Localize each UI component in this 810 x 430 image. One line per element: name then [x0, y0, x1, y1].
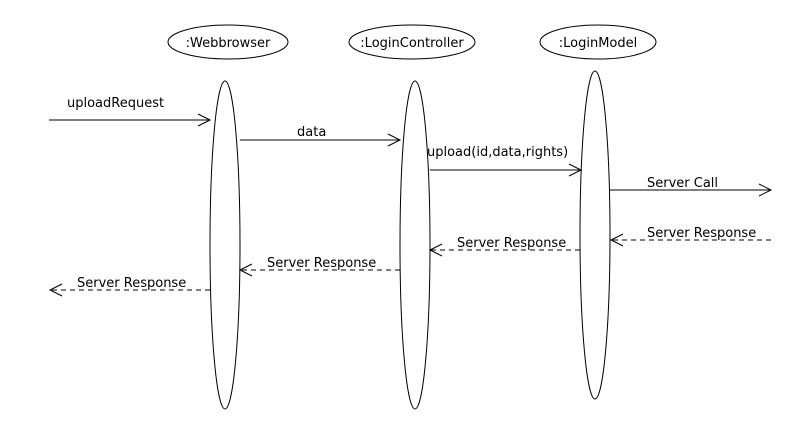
participant-label: :Webbrowser: [186, 36, 271, 51]
lifeline-webbrowser: [209, 80, 241, 410]
participant-webbrowser: :Webbrowser: [167, 24, 289, 60]
arrowhead-open: [428, 243, 443, 257]
message-serverresponse-controller: Server Response: [238, 256, 400, 277]
arrowhead-open: [48, 283, 63, 297]
message-label: Server Response: [457, 236, 566, 251]
participant-head: [539, 24, 657, 60]
message-label: Server Response: [647, 226, 756, 241]
participant-head: [167, 24, 289, 60]
message-label: Server Response: [267, 256, 376, 271]
message-label: Server Call: [647, 176, 718, 191]
message-serverresponse-external: Server Response: [609, 226, 771, 247]
arrowhead-open: [387, 133, 402, 147]
message-label: upload(id,data,rights): [427, 145, 568, 160]
message-data: data: [240, 125, 402, 147]
arrowhead-open: [609, 233, 624, 247]
arrowhead-open: [238, 263, 253, 277]
arrowhead-open: [568, 163, 583, 177]
message-servercall: Server Call: [610, 176, 773, 197]
message-uploadrequest: uploadRequest: [49, 96, 212, 127]
message-label: data: [297, 125, 326, 140]
arrowhead-open: [758, 183, 773, 197]
message-serverresponse-browser: Server Response: [48, 276, 210, 297]
lifeline-logincontroller: [399, 80, 431, 410]
arrowhead-open: [197, 113, 212, 127]
participant-loginmodel: :LoginModel: [539, 24, 657, 60]
participant-head: [348, 24, 476, 60]
participant-label: :LoginController: [360, 36, 464, 51]
message-label: uploadRequest: [67, 96, 164, 111]
message-serverresponse-model: Server Response: [428, 236, 580, 257]
message-upload: upload(id,data,rights): [427, 145, 583, 177]
participant-logincontroller: :LoginController: [348, 24, 476, 60]
lifeline-loginmodel: [579, 70, 611, 400]
participant-label: :LoginModel: [559, 36, 637, 51]
message-label: Server Response: [77, 276, 186, 291]
